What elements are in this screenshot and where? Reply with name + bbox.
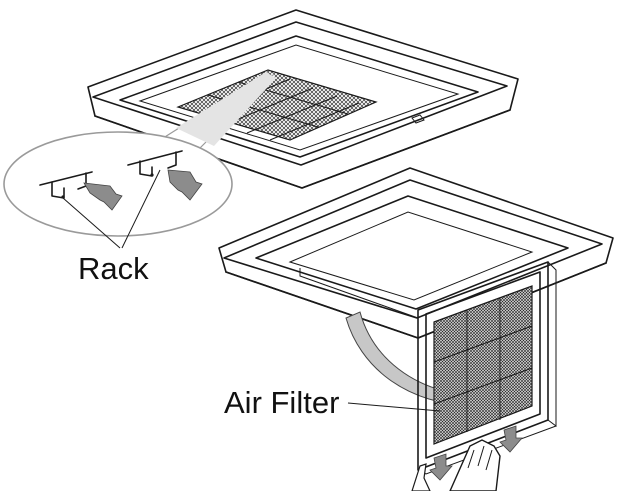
move-arrow-left — [83, 182, 123, 211]
rack-bracket-left — [39, 171, 93, 199]
down-arrow-right — [499, 425, 523, 453]
down-arrow-left — [429, 453, 453, 481]
bottom-cassette-unit — [218, 167, 614, 339]
air-filter-label: Air Filter — [224, 385, 339, 420]
rack-label: Rack — [78, 251, 149, 286]
hand-icon — [411, 439, 501, 491]
rack-detail-callout — [3, 71, 276, 249]
rack-bracket-right — [127, 150, 183, 177]
move-arrow-right — [167, 169, 203, 201]
air-filter-leader — [347, 402, 441, 412]
air-filter-panel — [417, 261, 557, 475]
